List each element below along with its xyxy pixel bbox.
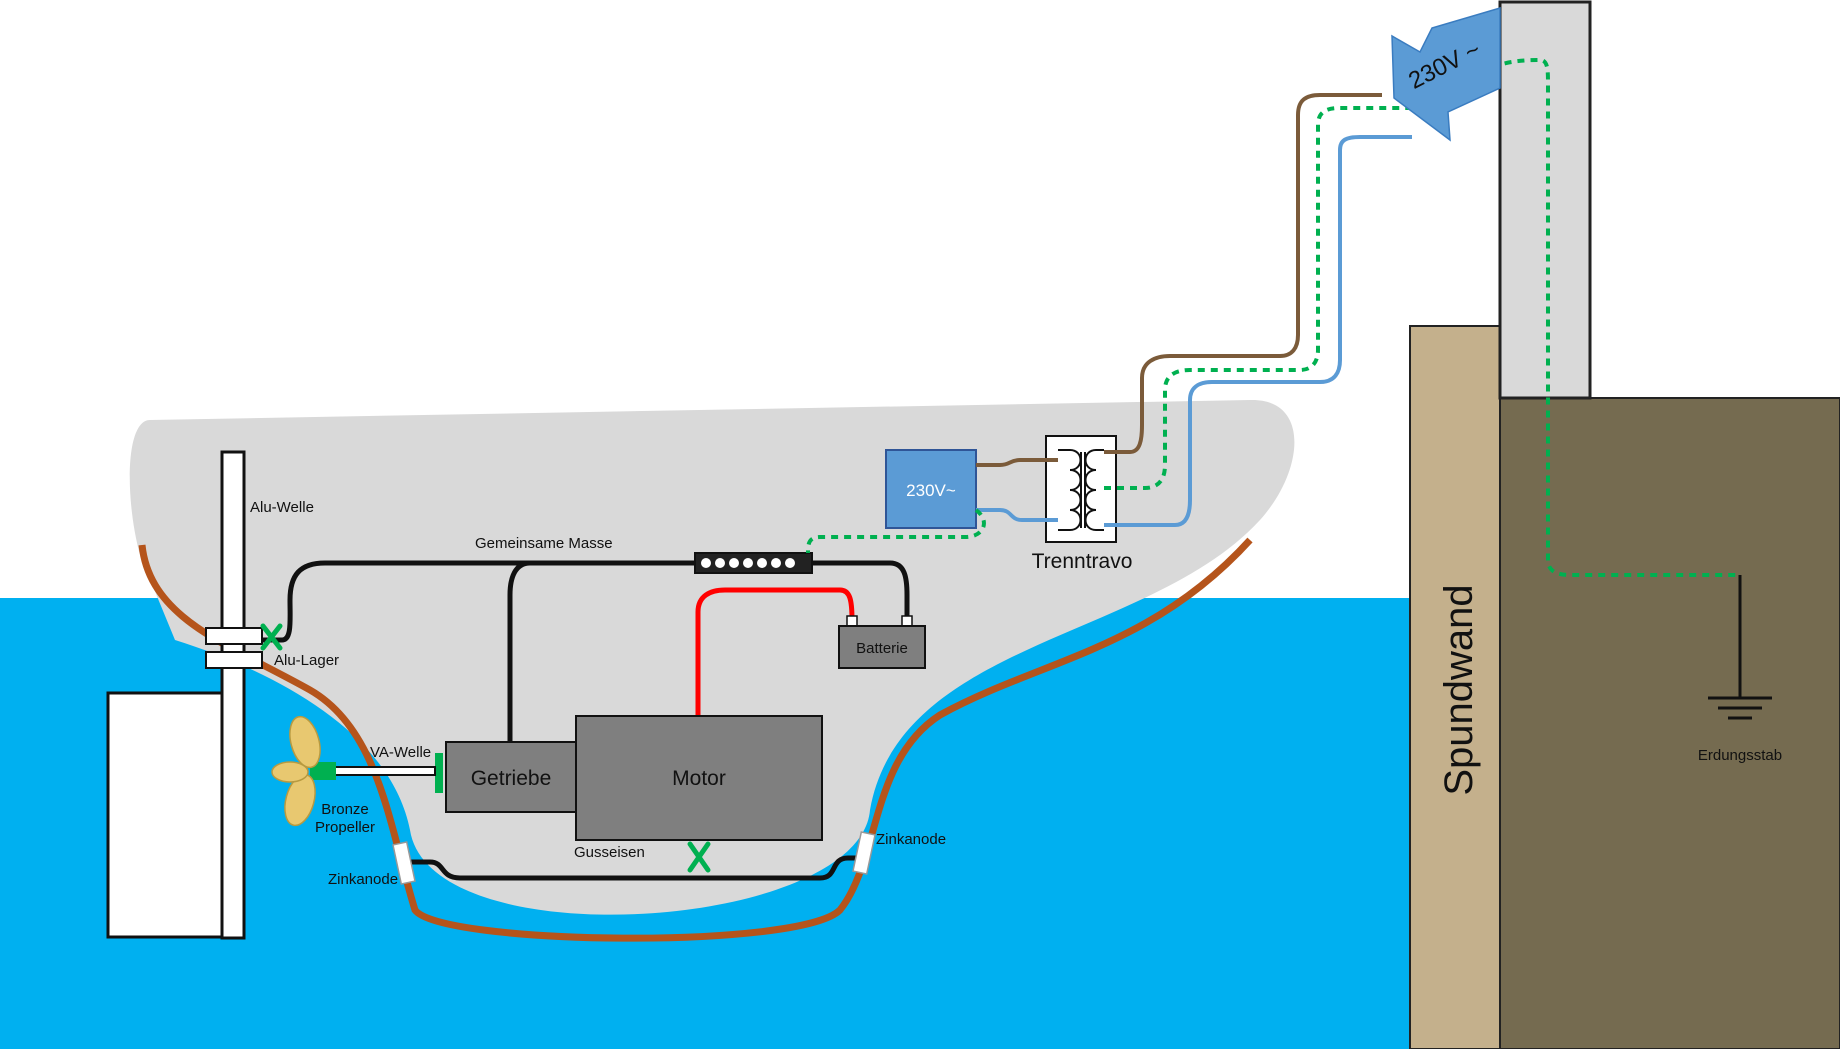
hull-outline [138, 537, 1253, 942]
alu-shaft [220, 450, 246, 940]
onboard-230v-box [885, 449, 977, 529]
hull-interior [129, 399, 1295, 915]
propeller-label: Propeller [315, 819, 375, 836]
outboard-leg [106, 691, 225, 939]
alu-bearing-lower [205, 651, 263, 669]
shore-ground-dashed [1104, 57, 1740, 577]
ground-wire-to-battery [812, 560, 910, 620]
battery [838, 625, 926, 669]
gearbox-shaft-coupling [435, 753, 443, 793]
zinkanode-left-label: Zinkanode [328, 871, 398, 888]
onboard-brown-wire [976, 458, 1058, 467]
getriebe-label: Getriebe [471, 767, 552, 790]
isolation-mark-bearing [260, 623, 283, 651]
gearbox [445, 741, 577, 813]
gusseisen-label: Gusseisen [574, 844, 645, 861]
alu-welle-label: Alu-Welle [250, 499, 314, 516]
battery-positive-wire [695, 587, 855, 715]
batterie-label: Batterie [856, 640, 908, 657]
battery-terminal-negative [901, 615, 913, 627]
motor [575, 715, 823, 841]
earth-ground-icon [1708, 696, 1772, 720]
onboard-ground-dashed [806, 508, 986, 554]
sheet-pile-wall [1409, 325, 1501, 1049]
anode-bonding-wire [408, 855, 862, 881]
zinc-anode-left [392, 841, 416, 885]
va-shaft [329, 766, 436, 776]
bronze-label: Bronze [321, 801, 369, 818]
zinc-anode-right [852, 831, 876, 875]
ground-bus-bar [694, 552, 813, 574]
shore-brown-wire [1104, 93, 1382, 454]
va-welle-label: VA-Welle [370, 744, 431, 761]
spundwand-label: Spundwand [1437, 584, 1481, 795]
isolation-mark-motor [687, 841, 711, 873]
propeller-hub [310, 762, 336, 780]
erdungsstab-label: Erdungsstab [1698, 747, 1782, 764]
ground-soil [1499, 397, 1840, 1049]
bus-bar-terminals [701, 558, 795, 568]
transformer-symbol [1058, 449, 1104, 531]
shore-blue-wire [1104, 135, 1412, 527]
alu-lager-label: Alu-Lager [274, 652, 339, 669]
shore-230v-arrow: 230V ~ [1391, 6, 1501, 142]
ground-wire-to-gearbox [507, 560, 531, 742]
ground-wire-to-bearing [262, 560, 700, 643]
gemeinsame-masse-label: Gemeinsame Masse [475, 535, 613, 552]
onboard-blue-wire [976, 508, 1058, 522]
zinkanode-right-label: Zinkanode [876, 831, 946, 848]
alu-bearing-upper [205, 627, 263, 645]
trenntravo-label: Trenntravo [1032, 550, 1133, 573]
pier-post [1498, 0, 1592, 400]
motor-label: Motor [672, 767, 726, 790]
bronze-propeller [271, 715, 321, 827]
battery-terminal-positive [846, 615, 858, 627]
onboard-230v-label: 230V~ [906, 481, 956, 500]
